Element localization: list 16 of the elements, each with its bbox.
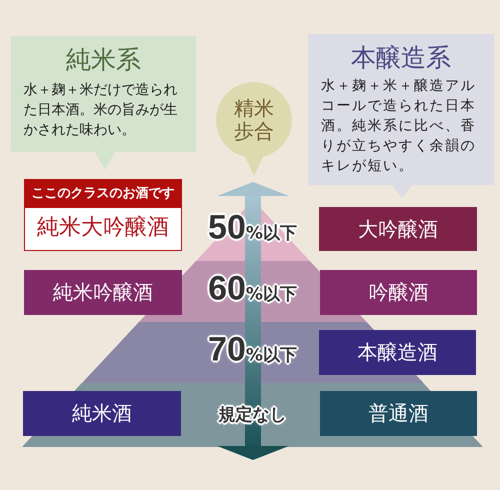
highlight-card bbox=[24, 179, 182, 251]
speech-bubble bbox=[215, 81, 293, 176]
sake-grade-box: 本醸造酒 bbox=[319, 330, 476, 375]
callout-text: 水＋麹＋米だけで造られた日本酒。米の旨みが生かされた味わい。 bbox=[24, 81, 178, 140]
callout-title: 本醸造系 bbox=[350, 44, 452, 72]
sake-grade-box: 純米吟醸酒 bbox=[24, 270, 182, 315]
sake-grade-box: 大吟醸酒 bbox=[319, 207, 477, 251]
speech-bubble bbox=[11, 36, 196, 170]
callout-title: 純米系 bbox=[65, 46, 142, 74]
polishing-ratio: 70%以下 bbox=[208, 331, 297, 370]
bubble-text: 精米歩合 bbox=[233, 97, 275, 143]
pyramid-band bbox=[196, 200, 310, 261]
class-banner: ここのクラスのお酒です bbox=[25, 180, 181, 208]
callout-text: 水＋麹＋米＋醸造アルコールで造られた日本酒。純米系に比べ、香りが立ちやすく余韻のキレが短い。 bbox=[321, 77, 477, 176]
sake-grade-name: 純米大吟醸酒 bbox=[37, 214, 169, 242]
sake-grade-box: 吟醸酒 bbox=[320, 270, 477, 315]
